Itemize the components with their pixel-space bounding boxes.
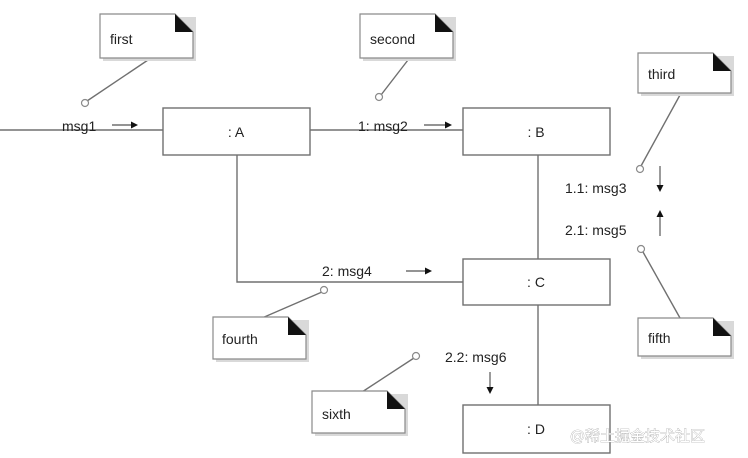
object-c-label: : C — [527, 274, 545, 290]
note-anchor-third — [635, 164, 645, 174]
note-link-fifth — [642, 251, 681, 319]
arrow-right-icon — [406, 267, 432, 275]
note-anchor-second — [374, 92, 384, 102]
note-sixth-text: sixth — [322, 406, 351, 422]
note-third[interactable]: third — [637, 52, 734, 96]
note-link-second — [380, 59, 409, 96]
note-second-text: second — [370, 31, 415, 47]
object-d-label: : D — [527, 421, 545, 437]
object-b[interactable]: : B — [462, 107, 611, 156]
note-anchor-first — [80, 98, 90, 108]
arrow-up-icon — [656, 210, 664, 236]
note-fifth[interactable]: fifth — [637, 317, 734, 359]
note-link-fourth — [261, 291, 323, 319]
note-third-text: third — [648, 66, 675, 82]
arrow-down-icon — [656, 166, 664, 192]
message-msg1: msg1 — [62, 118, 96, 134]
note-link-sixth — [361, 357, 415, 393]
note-anchor-sixth — [411, 351, 421, 361]
link-a-c — [236, 155, 463, 283]
object-a-label: : A — [228, 124, 245, 140]
object-b-label: : B — [527, 124, 544, 140]
note-fifth-text: fifth — [648, 330, 671, 346]
note-link-third — [640, 94, 681, 167]
message-msg6: 2.2: msg6 — [445, 349, 507, 365]
note-first-text: first — [110, 31, 133, 47]
arrow-down-icon — [486, 372, 494, 394]
arrow-right-icon — [112, 121, 138, 129]
note-first[interactable]: first — [99, 13, 196, 61]
note-anchor-fourth — [319, 285, 329, 295]
message-msg4: 2: msg4 — [322, 263, 372, 279]
object-a[interactable]: : A — [162, 107, 311, 156]
arrow-right-icon — [424, 121, 452, 129]
object-c[interactable]: : C — [462, 258, 611, 306]
note-fourth-text: fourth — [222, 331, 258, 347]
object-d[interactable]: : D — [462, 404, 611, 454]
message-msg2: 1: msg2 — [358, 118, 408, 134]
message-msg5: 2.1: msg5 — [565, 222, 627, 238]
note-anchor-fifth — [636, 244, 646, 254]
watermark: @稀土掘金技术社区 — [570, 427, 705, 445]
message-msg3: 1.1: msg3 — [565, 180, 627, 196]
note-fourth[interactable]: fourth — [212, 316, 309, 362]
note-second[interactable]: second — [359, 13, 456, 61]
note-sixth[interactable]: sixth — [311, 390, 408, 436]
note-link-first — [86, 59, 149, 102]
